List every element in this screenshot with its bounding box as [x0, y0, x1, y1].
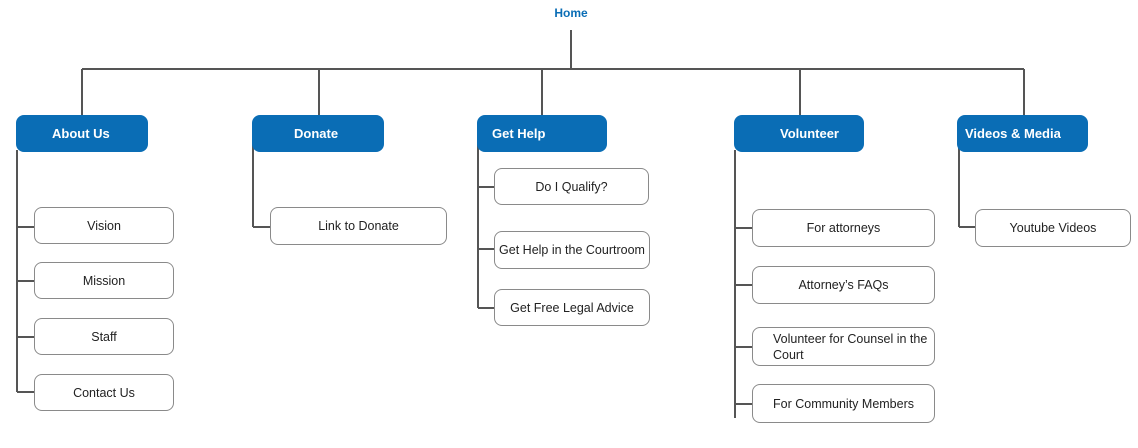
- section-get-help-label: Get Help: [492, 126, 546, 141]
- section-get-help: Get Help: [477, 115, 607, 152]
- page-mission: Mission: [34, 262, 174, 299]
- page-volunteer-for-counsel: Volunteer for Counsel in the Court: [752, 327, 935, 366]
- page-staff: Staff: [34, 318, 174, 355]
- page-get-free-legal-advice: Get Free Legal Advice: [494, 289, 650, 326]
- section-videos-media-label: Videos & Media: [965, 126, 1061, 141]
- section-volunteer: Volunteer: [734, 115, 864, 152]
- section-about-us-label: About Us: [52, 126, 110, 141]
- section-donate: Donate: [252, 115, 384, 152]
- page-attorneys-faqs: Attorney’s FAQs: [752, 266, 935, 304]
- page-for-attorneys: For attorneys: [752, 209, 935, 247]
- section-about-us: About Us: [16, 115, 148, 152]
- page-vision: Vision: [34, 207, 174, 244]
- page-link-to-donate: Link to Donate: [270, 207, 447, 245]
- page-get-help-in-the-courtroom: Get Help in the Courtroom: [494, 231, 650, 269]
- page-youtube-videos: Youtube Videos: [975, 209, 1131, 247]
- section-videos-media: Videos & Media: [957, 115, 1088, 152]
- section-donate-label: Donate: [294, 126, 339, 141]
- page-for-community-members: For Community Members: [752, 384, 935, 423]
- page-contact-us: Contact Us: [34, 374, 174, 411]
- home-node: Home: [554, 6, 588, 20]
- page-do-i-qualify: Do I Qualify?: [494, 168, 649, 205]
- section-volunteer-label: Volunteer: [780, 126, 839, 141]
